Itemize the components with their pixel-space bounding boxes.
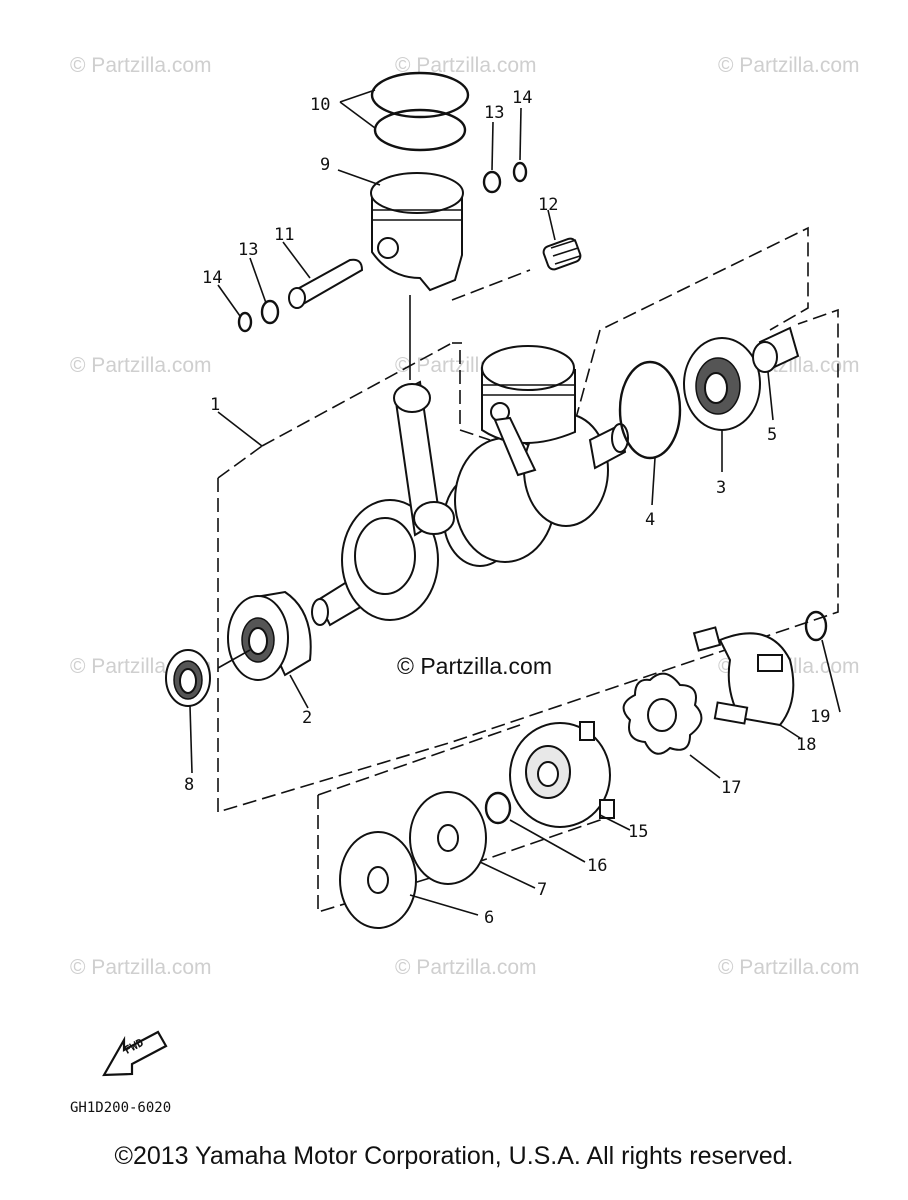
- callout-14-left[interactable]: 14: [202, 268, 223, 288]
- callout-16[interactable]: 16: [587, 856, 608, 876]
- watermark: © Partzilla.com: [718, 956, 860, 979]
- circlip-right[interactable]: [512, 161, 528, 183]
- callout-10[interactable]: 10: [310, 95, 331, 115]
- watermark: © Partzilla.com: [395, 54, 537, 77]
- crankshaft-assembly-boundary: [217, 226, 839, 814]
- coupling-half[interactable]: [509, 721, 615, 828]
- rubber-damper[interactable]: [622, 672, 703, 755]
- crankshaft[interactable]: [311, 380, 629, 627]
- coupling-washer-outer[interactable]: [339, 831, 417, 929]
- center-watermark: © Partzilla.com: [397, 653, 552, 679]
- watermark: © Partzilla.com: [70, 354, 212, 377]
- callout-19[interactable]: 19: [810, 707, 831, 727]
- callout-5[interactable]: 5: [767, 425, 778, 445]
- needle-bearing[interactable]: [542, 237, 582, 271]
- coupling-washer-inner[interactable]: [409, 791, 487, 885]
- copyright-notice: ©2013 Yamaha Motor Corporation, U.S.A. A…: [114, 1142, 794, 1170]
- piston[interactable]: [370, 172, 464, 292]
- callout-7[interactable]: 7: [537, 880, 548, 900]
- washer-right[interactable]: [482, 170, 502, 194]
- main-bearing-left[interactable]: [227, 590, 312, 681]
- collar[interactable]: [752, 326, 800, 373]
- o-ring[interactable]: [484, 791, 512, 825]
- callout-3[interactable]: 3: [716, 478, 727, 498]
- callout-8[interactable]: 8: [184, 775, 195, 795]
- callout-14-right[interactable]: 14: [512, 88, 533, 108]
- leader-lines: [189, 89, 841, 916]
- piston-assembled[interactable]: [481, 345, 576, 477]
- circlip-left[interactable]: [237, 311, 253, 333]
- callout-13-left[interactable]: 13: [238, 240, 259, 260]
- piston-rings[interactable]: [370, 71, 470, 152]
- coupling-washer-end[interactable]: [804, 610, 828, 642]
- main-bearing-right[interactable]: [683, 337, 761, 431]
- callout-12[interactable]: 12: [538, 195, 559, 215]
- watermark: © Partzilla.com: [395, 956, 537, 979]
- piston-pin[interactable]: [288, 258, 364, 309]
- watermark: © Partzilla.com: [718, 54, 860, 77]
- watermark: © Partzilla.com: [70, 956, 212, 979]
- coupling-cup[interactable]: [692, 626, 795, 727]
- callout-6[interactable]: 6: [484, 908, 495, 928]
- callout-13-right[interactable]: 13: [484, 103, 505, 123]
- callout-18[interactable]: 18: [796, 735, 817, 755]
- forward-direction-arrow-icon: [102, 1030, 168, 1077]
- snap-ring[interactable]: [618, 360, 682, 460]
- callout-4[interactable]: 4: [645, 510, 656, 530]
- callout-15[interactable]: 15: [628, 822, 649, 842]
- callout-17[interactable]: 17: [721, 778, 742, 798]
- oil-seal[interactable]: [165, 649, 211, 707]
- watermark: © Partzilla.com: [70, 54, 212, 77]
- callout-9[interactable]: 9: [320, 155, 331, 175]
- callout-2[interactable]: 2: [302, 708, 313, 728]
- callout-11[interactable]: 11: [274, 225, 295, 245]
- callout-1[interactable]: 1: [210, 395, 221, 415]
- washer-left[interactable]: [260, 299, 280, 325]
- diagram-code: GH1D200-6020: [70, 1100, 172, 1116]
